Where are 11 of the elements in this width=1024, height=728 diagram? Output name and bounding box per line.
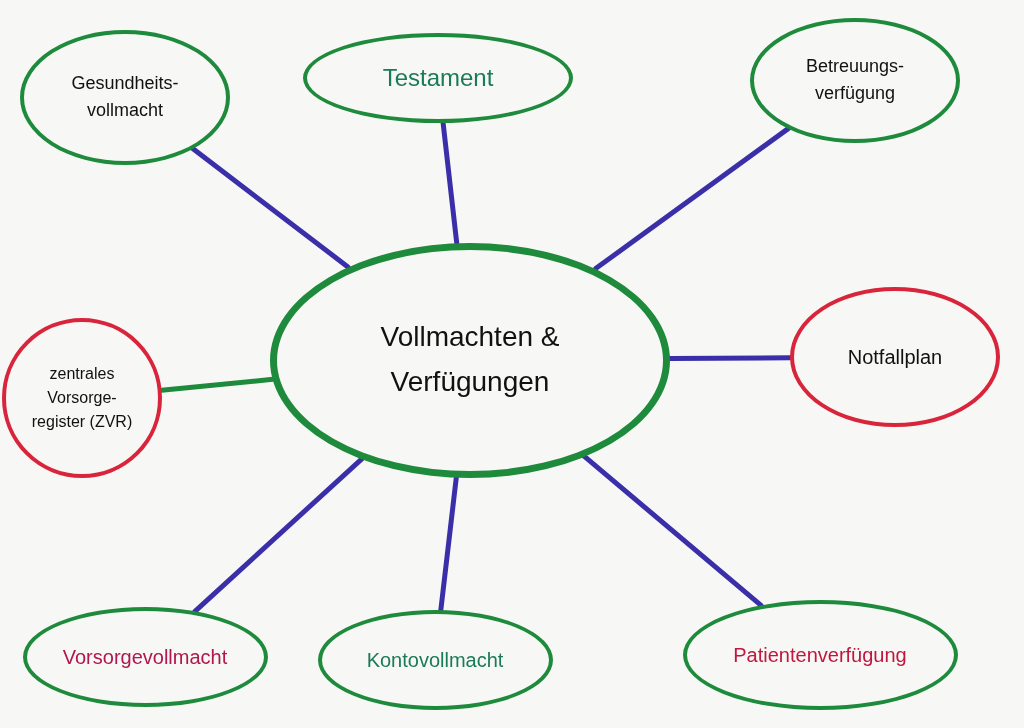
topic-label: Vollmachten & Verfügungen — [379, 320, 561, 399]
topic-label: Kontovollmacht — [366, 648, 504, 673]
topic-label: Vorsorgevollmacht — [62, 645, 228, 670]
topic-label: Notfallplan — [847, 345, 943, 370]
connector-line — [593, 125, 791, 272]
topic-label: zentrales Vorsorge- register (ZVR) — [30, 364, 134, 432]
connector-line — [190, 146, 351, 270]
topic-label: Gesundheits- vollmacht — [70, 72, 180, 122]
topic-label: Patientenverfügung — [733, 643, 907, 668]
topic-label: Betreuungs- verfügung — [804, 55, 906, 105]
topic-label: Testament — [382, 63, 494, 93]
